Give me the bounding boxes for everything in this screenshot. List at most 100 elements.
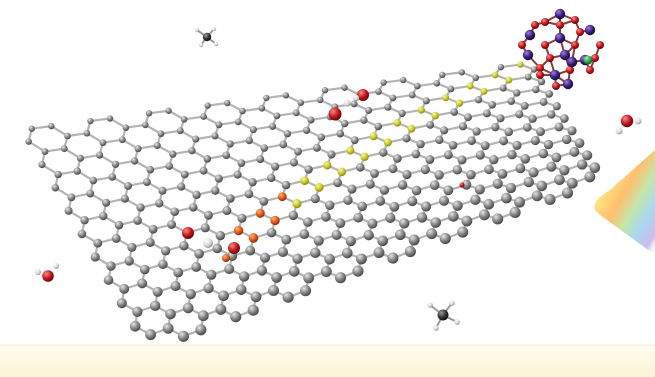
cluster-oxygen-atom (536, 71, 544, 79)
carbon-atom (149, 300, 161, 312)
water-oxygen-atom (620, 114, 634, 128)
carbon-atom (552, 102, 561, 111)
carbon-atom (51, 183, 60, 192)
carbon-atom (507, 97, 516, 105)
carbon-atom (532, 85, 540, 94)
cluster-metal-atom (554, 32, 566, 44)
carbon-atom (491, 122, 500, 132)
carbon-atom (260, 144, 269, 152)
carbon-atom (569, 146, 580, 157)
carbon-atom (267, 173, 276, 183)
carbon-atom (169, 150, 177, 158)
carbon-atom (425, 155, 435, 164)
carbon-atom (421, 201, 432, 212)
cluster-metal-atom (524, 29, 536, 41)
carbon-atom (317, 133, 326, 142)
carbon-atom (215, 303, 227, 315)
carbon-atom (96, 151, 104, 159)
carbon-atom (282, 291, 294, 303)
water-hydrogen-atom (352, 94, 360, 102)
molecules (35, 8, 642, 331)
carbon-atom (180, 170, 189, 179)
carbon-atom (204, 102, 211, 109)
oxygen-atom (182, 227, 194, 239)
carbon-atom (148, 224, 158, 234)
cluster-oxygen-atom (541, 41, 549, 49)
carbon-atom (447, 85, 455, 93)
carbon-atom (507, 149, 517, 160)
carbon-atom (489, 154, 499, 165)
carbon-atom (443, 150, 453, 160)
carbon-atom (211, 132, 219, 140)
carbon-atom (176, 127, 184, 135)
carbon-atom (530, 66, 538, 73)
carbon-atom (341, 119, 349, 128)
carbon-atom (515, 163, 526, 174)
carbon-atom (399, 76, 407, 84)
carbon-atom (160, 246, 171, 256)
carbon-atom (102, 198, 111, 207)
carbon-atom (90, 252, 100, 262)
carbon-bond (148, 109, 169, 115)
carbon-atom (397, 180, 408, 190)
carbon-atom (497, 63, 505, 71)
carbon-atom (321, 212, 331, 222)
carbon-atom (370, 168, 379, 178)
carbon-atom (165, 162, 174, 170)
carbon-atom (60, 145, 68, 153)
carbon-atom (334, 272, 347, 284)
carbon-atom (536, 127, 545, 137)
carbon-atom (139, 264, 150, 275)
carbon-atom (492, 213, 504, 225)
cluster-oxygen-atom (571, 41, 579, 49)
oxygen-atom (459, 182, 465, 188)
carbon-atom (302, 126, 311, 135)
carbon-atom (355, 253, 367, 265)
carbon-atom (545, 90, 554, 98)
path-carbon-atom (369, 132, 378, 141)
path-carbon-atom (517, 61, 524, 68)
path-carbon-atom (466, 82, 474, 90)
carbon-atom (472, 74, 480, 82)
carbon-atom (288, 266, 300, 277)
carbon-atom (224, 99, 231, 107)
carbon-atom (395, 229, 406, 241)
carbon-atom (158, 259, 168, 270)
carbon-atom (385, 212, 396, 223)
path-carbon-atom (441, 94, 450, 102)
methane-hydrogen-atom (211, 26, 217, 32)
carbon-atom (111, 234, 121, 243)
carbon-atom (554, 174, 565, 186)
carbon-atom (544, 193, 556, 205)
carbon-atom (256, 265, 268, 276)
carbon-atom (457, 155, 467, 165)
carbon-atom (429, 180, 440, 191)
path-carbon-atom (360, 152, 369, 161)
carbon-atom (461, 215, 473, 227)
carbon-atom (106, 261, 116, 271)
carbon-atom (536, 180, 548, 192)
carbon-atom (554, 122, 564, 132)
path-carbon-atom (431, 111, 440, 120)
carbon-atom (289, 158, 298, 167)
carbon-atom (41, 148, 49, 156)
carbon-atom (303, 217, 313, 227)
carbon-atom (250, 291, 262, 303)
carbon-atom (461, 179, 472, 190)
carbon-atom (281, 234, 292, 245)
carbon-atom (273, 112, 281, 120)
carbon-atom (191, 262, 202, 272)
carbon-atom (133, 216, 142, 225)
carbon-atom (472, 127, 481, 136)
carbon-atom (194, 248, 204, 259)
carbon-atom (379, 148, 388, 157)
carbon-atom (142, 178, 151, 187)
carbon-atom (566, 177, 578, 189)
carbon-atom (363, 229, 374, 241)
path-carbon-atom (323, 161, 332, 170)
carbon-atom (443, 185, 454, 196)
carbon-atom (388, 164, 398, 174)
carbon-atom (312, 143, 321, 152)
carbon-atom (373, 247, 385, 259)
